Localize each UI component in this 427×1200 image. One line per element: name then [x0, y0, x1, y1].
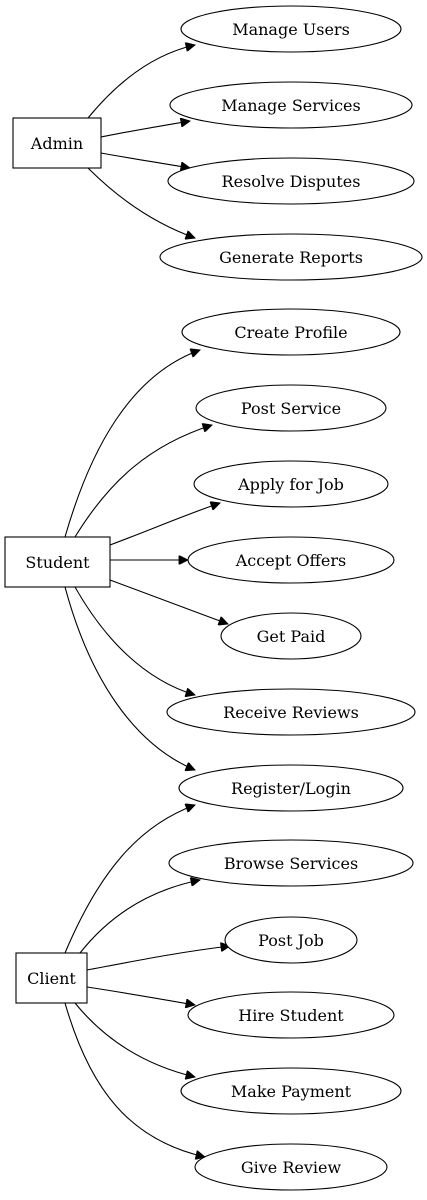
use-case-label: Accept Offers [235, 551, 347, 570]
use-case-ellipse [169, 81, 413, 129]
use-case-apply-for-job: Apply for Job [193, 460, 389, 508]
use-case-label: Make Payment [231, 1082, 352, 1101]
use-case-label: Post Job [258, 931, 324, 950]
edge-student-to-receive-reviews [74, 586, 195, 695]
use-case-generate-reports: Generate Reports [159, 233, 423, 281]
use-case-ellipse [187, 991, 395, 1039]
use-case-ellipse [224, 916, 358, 964]
use-case-label: Receive Reviews [223, 703, 359, 722]
use-case-ellipse [180, 5, 402, 53]
use-case-manage-services: Manage Services [169, 81, 413, 129]
edges-layer [64, 45, 230, 1157]
use-case-label: Create Profile [234, 323, 347, 342]
use-case-ellipse [166, 688, 416, 736]
use-case-label: Manage Services [221, 96, 360, 115]
use-case-get-paid: Get Paid [220, 612, 362, 660]
edge-client-to-register-login [64, 805, 195, 954]
use-case-browse-services: Browse Services [168, 839, 414, 887]
use-case-give-review: Give Review [194, 1143, 388, 1191]
use-case-ellipse [195, 384, 387, 432]
use-case-resolve-disputes: Resolve Disputes [167, 157, 415, 205]
use-case-post-job: Post Job [224, 916, 358, 964]
edge-student-to-apply-for-job [109, 503, 220, 546]
edge-client-to-post-job [86, 946, 230, 971]
use-case-ellipse [180, 1067, 402, 1115]
use-case-label: Hire Student [238, 1006, 344, 1025]
edge-admin-to-manage-services [100, 121, 190, 138]
use-case-make-payment: Make Payment [180, 1067, 402, 1115]
actor-label: Student [25, 553, 90, 572]
edge-student-to-create-profile [64, 350, 200, 538]
use-case-label: Register/Login [231, 779, 351, 798]
use-case-hire-student: Hire Student [187, 991, 395, 1039]
use-case-create-profile: Create Profile [181, 308, 401, 356]
use-case-ellipse [159, 233, 423, 281]
use-case-label: Give Review [241, 1158, 342, 1177]
use-case-label: Manage Users [232, 20, 350, 39]
use-case-ellipse [187, 536, 395, 584]
use-case-register-login: Register/Login [178, 764, 404, 812]
use-case-label: Post Service [241, 399, 341, 418]
edge-client-to-hire-student [86, 986, 195, 1005]
edge-client-to-browse-services [79, 880, 200, 954]
edge-admin-to-generate-reports [87, 167, 195, 238]
use-case-receive-reviews: Receive Reviews [166, 688, 416, 736]
use-case-label: Browse Services [224, 854, 358, 873]
use-case-ellipse [168, 839, 414, 887]
edge-student-to-get-paid [109, 579, 228, 624]
actor-label: Client [27, 969, 76, 988]
use-case-label: Resolve Disputes [222, 172, 361, 191]
edge-admin-to-manage-users [87, 45, 195, 119]
use-case-label: Apply for Job [237, 475, 344, 494]
use-case-manage-users: Manage Users [180, 5, 402, 53]
edge-student-to-post-service [74, 425, 212, 538]
actor-admin: Admin [12, 117, 102, 169]
edge-client-to-make-payment [74, 1002, 195, 1077]
actor-box [4, 536, 111, 588]
actor-box [15, 952, 88, 1004]
actor-student: Student [4, 536, 111, 588]
actor-box [12, 117, 102, 169]
use-case-label: Get Paid [257, 627, 326, 646]
use-case-accept-offers: Accept Offers [187, 536, 395, 584]
use-case-ellipse [220, 612, 362, 660]
use-case-ellipse [194, 1143, 388, 1191]
use-case-ellipse [167, 157, 415, 205]
actor-label: Admin [30, 134, 83, 153]
edge-student-to-register-login [64, 586, 195, 770]
edge-admin-to-resolve-disputes [100, 152, 190, 168]
use-case-ellipse [181, 308, 401, 356]
use-case-label: Generate Reports [219, 248, 363, 267]
actor-client: Client [15, 952, 88, 1004]
use-case-ellipse [193, 460, 389, 508]
use-case-post-service: Post Service [195, 384, 387, 432]
use-case-ellipse [178, 764, 404, 812]
edge-client-to-give-review [64, 1002, 205, 1157]
